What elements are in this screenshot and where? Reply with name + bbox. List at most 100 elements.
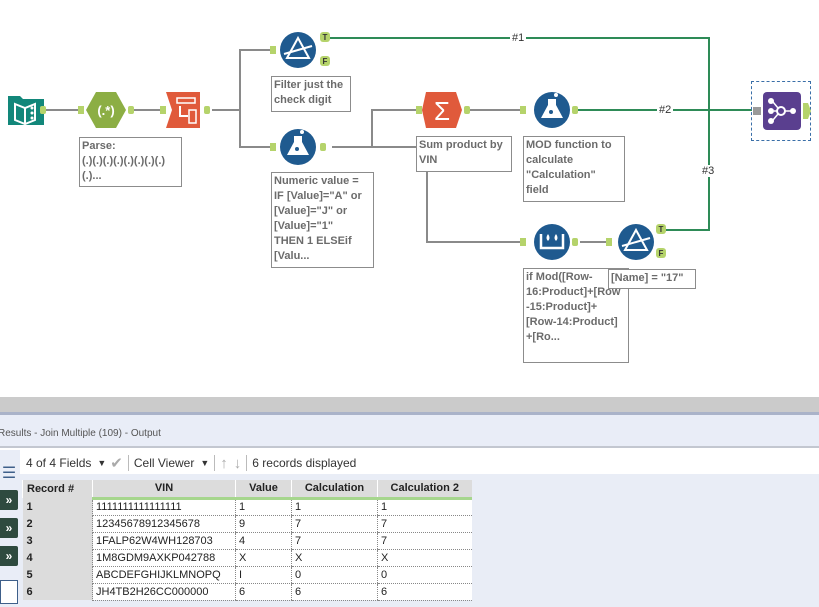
wire-label-1: #1	[510, 32, 527, 44]
filter-tool-1[interactable]: T F	[270, 30, 334, 75]
tag-icon[interactable]	[0, 580, 18, 604]
cell[interactable]: 6	[291, 583, 378, 601]
results-header: Results - Join Multiple (109) - Output	[0, 412, 819, 448]
cell[interactable]: X	[377, 549, 472, 567]
workflow-canvas[interactable]: #1 #2 #3 (.*) Parse: (.)(.)(.)(.)(.)(.)(…	[0, 0, 819, 397]
regex-tool[interactable]: (.*)	[78, 90, 134, 135]
summarize-tool[interactable]: Σ	[416, 92, 472, 137]
multi-row-formula-tool[interactable]	[520, 222, 584, 267]
workflow-wires	[46, 37, 752, 243]
cell[interactable]: ABCDEFGHIJKLMNOPQ	[92, 566, 236, 584]
cell[interactable]: 6	[377, 583, 472, 601]
cell[interactable]: 1	[377, 498, 472, 516]
results-left-rail: ☰ » » »	[0, 450, 20, 607]
cell: 6	[22, 583, 93, 600]
cell[interactable]: 7	[291, 532, 378, 550]
cell[interactable]: X	[235, 549, 292, 567]
filter-tool-2[interactable]: T F	[606, 222, 670, 267]
cell: 4	[22, 549, 93, 566]
cell[interactable]: 7	[291, 515, 378, 533]
formula-tool-2[interactable]	[520, 90, 584, 135]
formula-1-annotation: Numeric value = IF [Value]="A" or [Value…	[271, 172, 374, 268]
filter-icon: T F	[606, 224, 666, 260]
cell[interactable]: 1	[291, 498, 378, 516]
filter-2-annotation: [Name] = "17"	[608, 269, 696, 289]
cell[interactable]: 1	[235, 498, 292, 516]
cell[interactable]: 0	[377, 566, 472, 584]
wire	[212, 49, 272, 111]
column-header-value[interactable]: Value	[235, 480, 292, 500]
cell-viewer-dropdown[interactable]: Cell Viewer	[133, 456, 195, 470]
wire-3	[666, 110, 710, 231]
table-header-row: Record # VIN Value Calculation Calculati…	[22, 480, 472, 500]
join-multiple-tool[interactable]	[751, 81, 811, 141]
cell[interactable]: 7	[377, 532, 472, 550]
book-icon	[8, 96, 46, 126]
multi-row-formula-icon	[520, 224, 578, 260]
cell: 1	[22, 498, 93, 515]
cell[interactable]: 1FALP62W4WH128703	[92, 532, 236, 550]
cell: 2	[22, 515, 93, 532]
text-to-columns-tool[interactable]	[160, 92, 214, 133]
svg-text:Σ: Σ	[434, 96, 450, 126]
viewer-dropdown-arrow-icon[interactable]: ▼	[200, 458, 210, 468]
summarize-annotation: Sum product by VIN	[416, 136, 512, 172]
true-anchor-label: T	[659, 225, 664, 234]
sigma-icon: Σ	[416, 92, 470, 128]
column-header-calculation[interactable]: Calculation	[291, 480, 378, 500]
filter-icon: T F	[270, 32, 330, 68]
wire	[332, 146, 522, 243]
expand-button-2[interactable]: »	[0, 518, 18, 538]
fields-dropdown-arrow-icon[interactable]: ▼	[97, 458, 107, 468]
wire-label-3: #3	[700, 165, 717, 177]
check-icon[interactable]: ✔	[110, 455, 123, 472]
column-header-vin[interactable]: VIN	[92, 480, 236, 500]
column-header-calculation-2[interactable]: Calculation 2	[377, 480, 472, 500]
regex-icon: (.*)	[78, 92, 134, 128]
false-anchor-label: F	[323, 57, 328, 66]
wire	[332, 109, 416, 148]
cell[interactable]: 9	[235, 515, 292, 533]
cell[interactable]: 1111111111111111	[92, 498, 236, 516]
cell[interactable]: 7	[377, 515, 472, 533]
toolbar-separator	[246, 455, 248, 471]
cell[interactable]: 1M8GDM9AXKP042788	[92, 549, 236, 567]
cell[interactable]: 6	[235, 583, 292, 601]
cell[interactable]: 0	[291, 566, 378, 584]
list-icon[interactable]: ☰	[1, 465, 17, 482]
wire-label-2: #2	[657, 104, 674, 116]
records-count: 6 records displayed	[252, 456, 357, 470]
svg-text:(.*): (.*)	[97, 103, 114, 118]
canvas-horizontal-scrollbar[interactable]	[0, 397, 819, 412]
regex-annotation: Parse: (.)(.)(.)(.)(.)(.)(.)(.) (.)...	[79, 137, 182, 187]
text-to-columns-icon	[160, 92, 210, 128]
true-anchor-label: T	[323, 33, 328, 42]
formula-tool-1[interactable]	[270, 127, 334, 172]
cell[interactable]: JH4TB2H26CC000000	[92, 583, 236, 601]
arrow-up-icon[interactable]: ↑	[220, 454, 228, 472]
cell[interactable]: 12345678912345678	[92, 515, 236, 533]
multi-row-formula-annotation: if Mod([Row- 16:Product]+[Row -15:Produc…	[523, 268, 629, 363]
arrow-down-icon[interactable]: ↓	[233, 454, 242, 472]
fields-dropdown[interactable]: 4 of 4 Fields	[26, 456, 92, 470]
column-header-record[interactable]: Record #	[22, 480, 93, 498]
cell[interactable]: I	[235, 566, 292, 584]
cell[interactable]: X	[291, 549, 378, 567]
formula-2-annotation: MOD function to calculate "Calculation" …	[523, 136, 625, 202]
input-data-tool[interactable]	[6, 92, 46, 133]
expand-button-3[interactable]: »	[0, 546, 18, 566]
results-table: Record # VIN Value Calculation Calculati…	[22, 480, 472, 601]
flask-icon	[520, 92, 578, 128]
join-multiple-icon	[753, 92, 811, 130]
cell[interactable]: 4	[235, 532, 292, 550]
results-title: Results - Join Multiple (109) - Output	[0, 428, 161, 439]
expand-button-1[interactable]: »	[0, 490, 18, 510]
results-toolbar: 4 of 4 Fields ▼ ✔ Cell Viewer ▼ ↑ ↓ 6 re…	[22, 452, 819, 474]
filter-1-annotation: Filter just the check digit	[271, 76, 351, 112]
